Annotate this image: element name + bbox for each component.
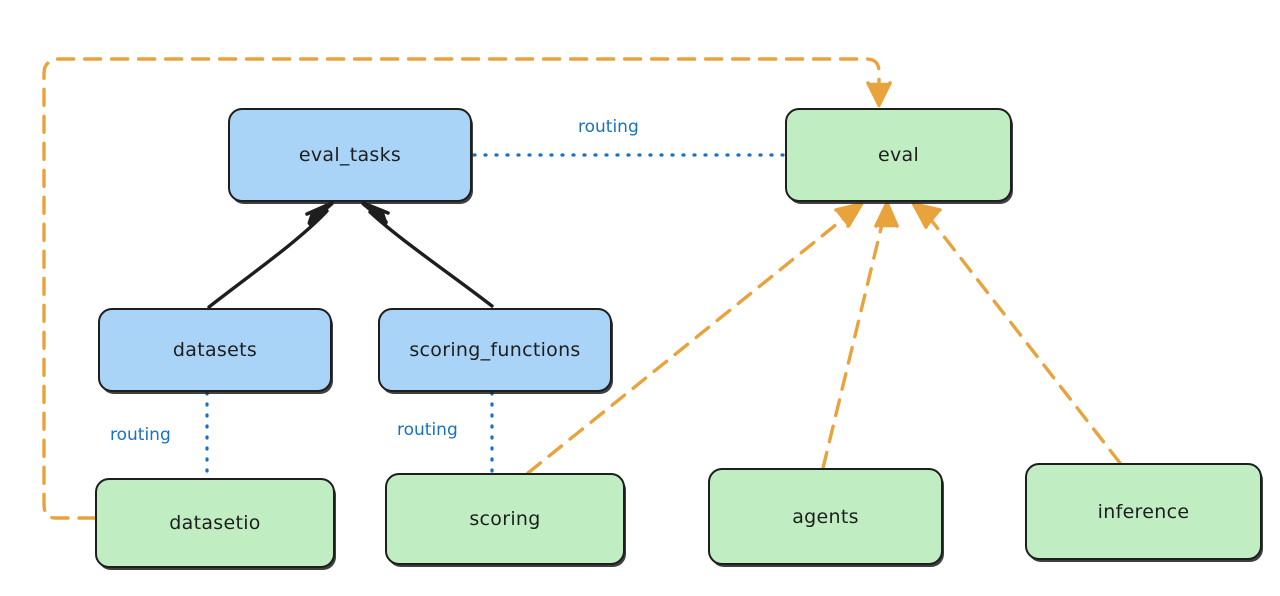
edge-label-routing-scoring_functions-scoring: routing xyxy=(397,420,458,440)
edge-datasetio-eval xyxy=(42,57,892,520)
node-label-scoring: scoring xyxy=(469,508,541,530)
node-label-eval: eval xyxy=(877,144,920,166)
node-eval[interactable]: eval xyxy=(785,108,1012,202)
node-label-agents: agents xyxy=(792,505,859,528)
edge-inference-eval xyxy=(911,202,1122,465)
edge-scoring_functions-eval_tasks xyxy=(361,201,494,308)
edge-scoring-eval xyxy=(526,202,864,475)
node-label-scoring_functions: scoring_functions xyxy=(409,339,581,361)
node-agents[interactable]: agents xyxy=(708,468,943,565)
edge-label-routing-eval_tasks-eval: routing xyxy=(578,117,639,137)
node-datasetio[interactable]: datasetio xyxy=(95,478,335,568)
edge-datasets-eval_tasks xyxy=(207,201,334,309)
node-label-datasetio: datasetio xyxy=(169,512,261,534)
node-label-eval_tasks: eval_tasks xyxy=(298,144,402,166)
edge-label-routing-datasets-datasetio: routing xyxy=(110,425,171,445)
node-scoring[interactable]: scoring xyxy=(385,473,625,565)
node-scoring_functions[interactable]: scoring_functions xyxy=(378,308,612,392)
node-eval_tasks[interactable]: eval_tasks xyxy=(228,108,472,202)
edge-agents-eval xyxy=(821,201,899,470)
node-label-inference: inference xyxy=(1097,500,1190,523)
node-label-datasets: datasets xyxy=(172,339,258,361)
node-datasets[interactable]: datasets xyxy=(98,308,332,392)
node-inference[interactable]: inference xyxy=(1025,463,1262,560)
